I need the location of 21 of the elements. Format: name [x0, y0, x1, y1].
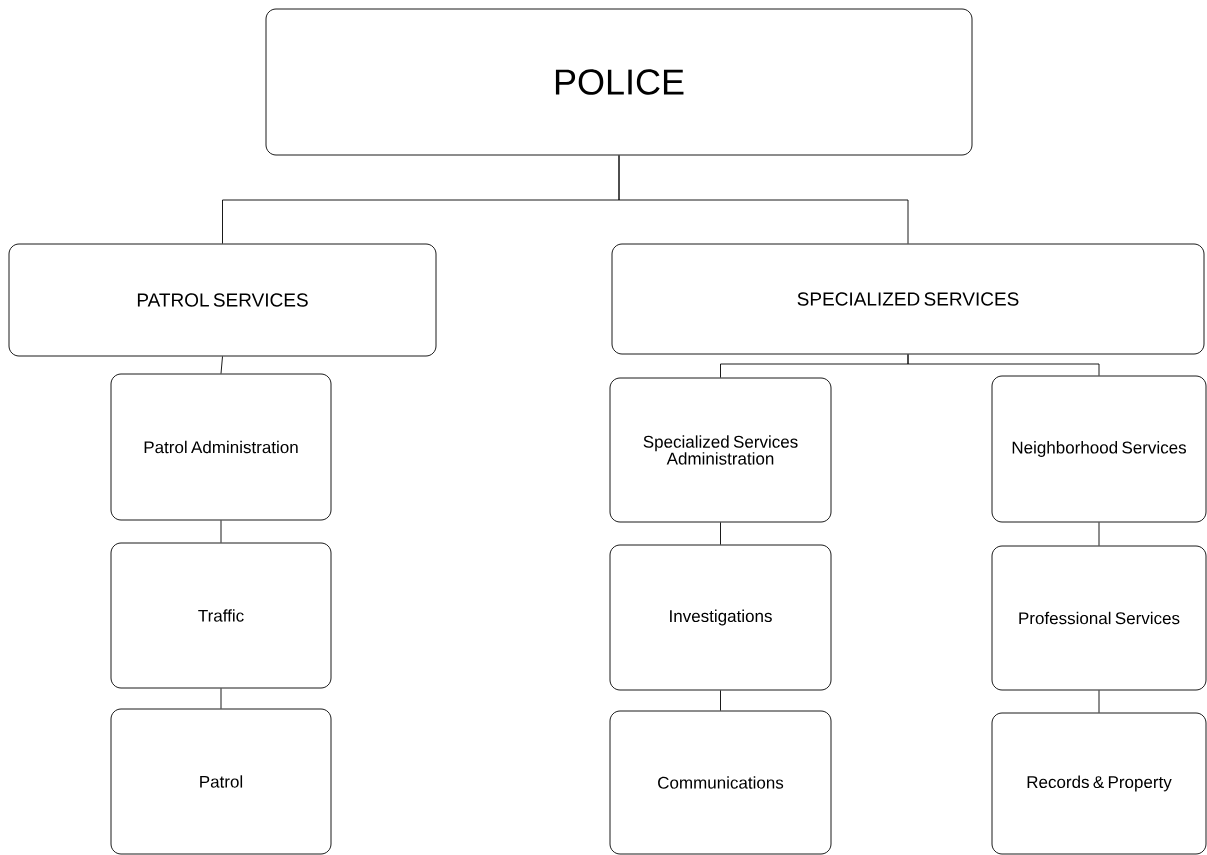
unit-box: Patrol — [110, 708, 332, 855]
unit-box: Records & Property — [991, 712, 1207, 855]
unit-box: Specialized Services Administration — [609, 377, 832, 523]
connector-line — [618, 155, 909, 244]
department-box: SPECIALIZED SERVICES — [611, 243, 1205, 355]
unit-box: Professional Services — [991, 545, 1207, 691]
connector-line — [1098, 522, 1100, 546]
title-box: POLICE — [265, 8, 973, 156]
connector-line — [220, 520, 222, 543]
unit-box: Communications — [609, 710, 832, 855]
unit-box: Investigations — [609, 544, 832, 691]
unit-box: Traffic — [110, 542, 332, 689]
unit-box: Neighborhood Services — [991, 375, 1207, 523]
unit-box: Patrol Administration — [110, 373, 332, 521]
connector-line — [720, 690, 721, 711]
connector-line — [907, 354, 1100, 376]
connector-line — [220, 356, 223, 374]
department-box: PATROL SERVICES — [8, 243, 437, 357]
connector-line — [720, 522, 721, 545]
connector-line — [220, 688, 222, 709]
connector-line — [1098, 690, 1100, 713]
